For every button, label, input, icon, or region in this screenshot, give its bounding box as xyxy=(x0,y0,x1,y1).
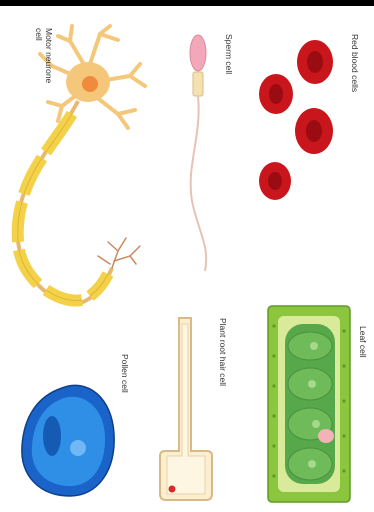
sperm-cell-label: Sperm cell xyxy=(224,34,234,74)
pollen-cell-illustration xyxy=(22,385,114,496)
red-blood-cells-illustration xyxy=(259,40,333,200)
motor-neurone-label-line2: cell xyxy=(34,28,44,41)
root-hair-cell-illustration xyxy=(160,318,212,500)
root-hair-cell-label: Plant root hair cell xyxy=(218,318,228,386)
pollen-cell-label: Pollen cell xyxy=(120,354,130,393)
motor-neurone-label: Motor neurone cell xyxy=(34,28,54,83)
leaf-cell-label: Leaf cell xyxy=(358,326,368,358)
cell-diagram: Motor neurone cell Sperm cell Red blood … xyxy=(0,6,374,507)
red-blood-cells-label: Red blood cells xyxy=(350,34,360,92)
sperm-cell-illustration xyxy=(190,35,206,271)
leaf-cell-illustration xyxy=(268,306,350,502)
motor-neurone-label-line1: Motor neurone xyxy=(44,28,54,83)
